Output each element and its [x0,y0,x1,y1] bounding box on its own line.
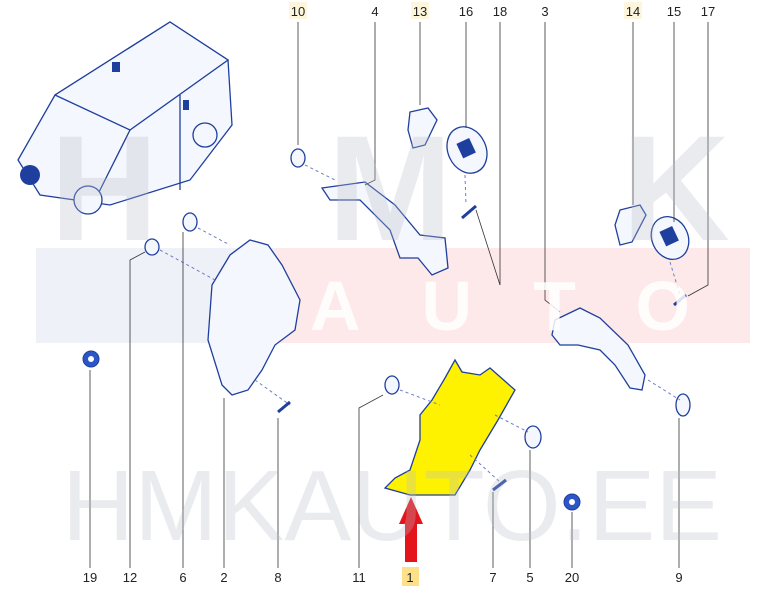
callout-7[interactable]: 7 [489,570,496,585]
callout-16[interactable]: 16 [459,4,473,19]
part-1-shape [383,358,516,496]
leader-lines [89,22,709,568]
callout-11[interactable]: 11 [352,570,366,585]
callout-9[interactable]: 9 [675,570,682,585]
callout-19[interactable]: 19 [83,570,97,585]
watermark-bands [36,248,750,343]
callout-1[interactable]: 1 [406,570,413,585]
callout-20[interactable]: 20 [565,570,579,585]
callout-2[interactable]: 2 [220,570,227,585]
part-13-shape [407,107,438,149]
watermark-bottom-text: HMKAUTO.EE [62,450,722,562]
callout-4[interactable]: 4 [371,4,378,19]
watermark-band-red [275,248,750,343]
highlight-arrow [399,497,423,562]
callout-10[interactable]: 10 [291,4,305,19]
callouts-bottom: 19 12 6 2 8 11 1 7 5 20 9 [83,567,683,586]
callout-5[interactable]: 5 [526,570,533,585]
callout-12[interactable]: 12 [123,570,137,585]
callout-3[interactable]: 3 [541,4,548,19]
part-4-shape [320,181,449,276]
callout-18[interactable]: 18 [493,4,507,19]
van-illustration [17,21,233,215]
part-3-shape [551,307,646,391]
part-14-shape [614,204,647,246]
callout-17[interactable]: 17 [701,4,715,19]
callout-6[interactable]: 6 [179,570,186,585]
callout-14[interactable]: 14 [626,4,640,19]
callout-15[interactable]: 15 [667,4,681,19]
callout-8[interactable]: 8 [274,570,281,585]
callouts-top: 10 4 13 16 18 3 14 15 17 [289,2,715,19]
callout-13[interactable]: 13 [413,4,427,19]
assembly-lines [159,164,681,483]
